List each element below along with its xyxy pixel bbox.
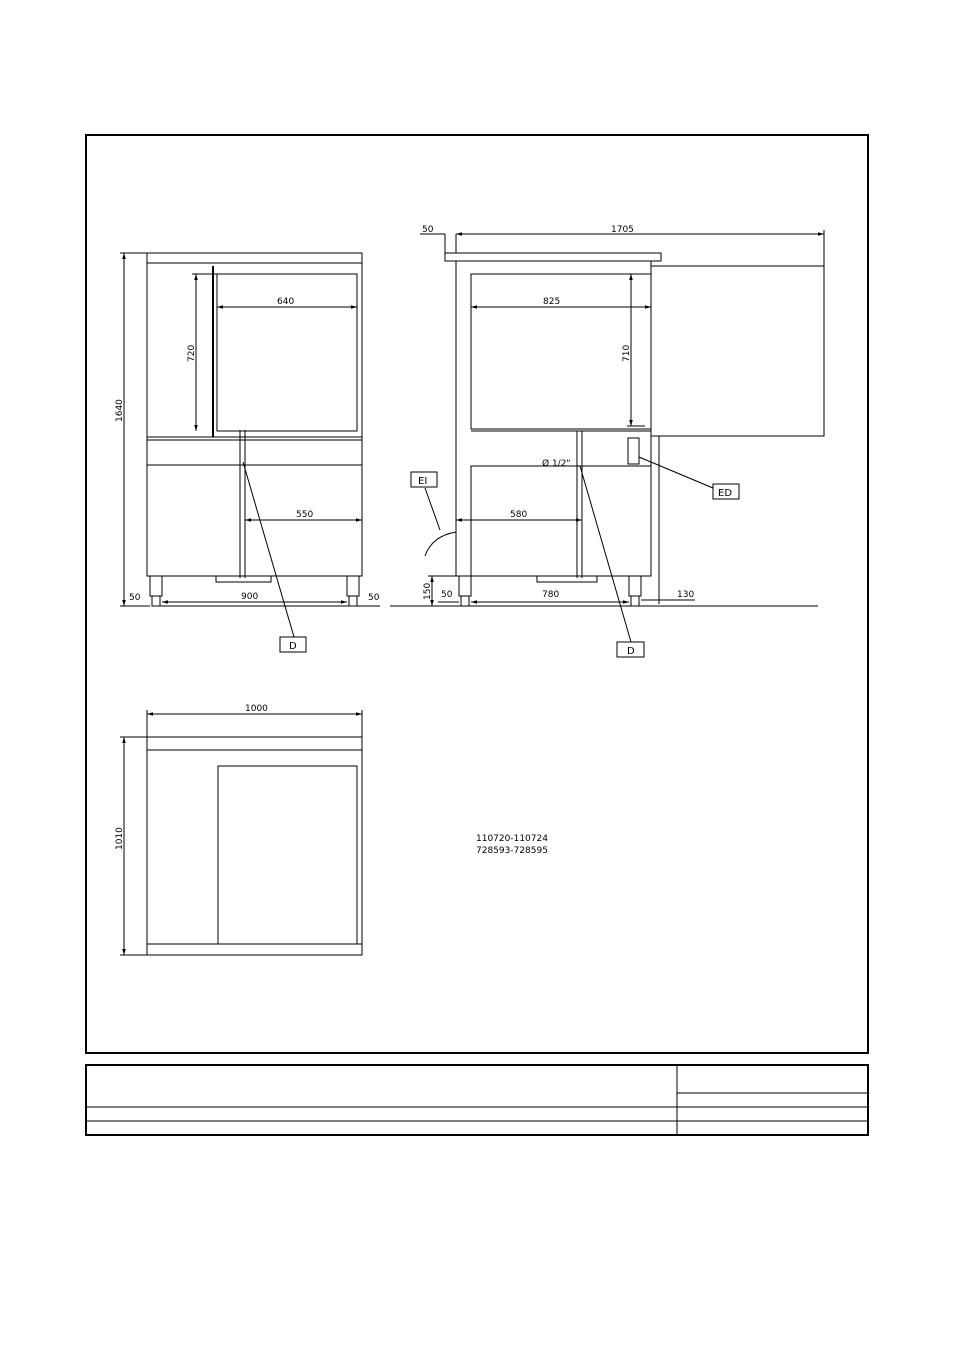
dim-580: 580 — [510, 510, 527, 520]
top-door — [218, 766, 357, 944]
dim-720: 720 — [187, 345, 197, 362]
label-d-front: D — [289, 641, 297, 652]
top-body — [147, 737, 362, 955]
dim-50-side: 50 — [441, 590, 453, 600]
model-code-2: 728593-728595 — [476, 846, 548, 856]
dim-1640: 1640 — [115, 399, 125, 422]
label-ei: EI — [418, 476, 427, 487]
dim-825: 825 — [543, 297, 560, 307]
label-ed: ED — [718, 488, 732, 499]
side-view: 1705 50 825 710 Ø 1/2" 580 EI ED 150 50 — [390, 225, 824, 657]
dim-1010: 1010 — [115, 827, 125, 850]
top-view: 1000 1010 — [115, 704, 362, 955]
dim-710: 710 — [622, 345, 632, 362]
dim-130: 130 — [677, 590, 694, 600]
control-box — [628, 438, 639, 464]
dim-150: 150 — [423, 583, 433, 600]
dim-1705: 1705 — [611, 225, 634, 235]
pipe-diameter: Ø 1/2" — [542, 458, 571, 469]
dim-900: 900 — [241, 592, 258, 602]
dim-50-right: 50 — [368, 593, 380, 603]
model-code-1: 110720-110724 — [476, 834, 548, 844]
foot-right — [347, 576, 359, 596]
open-door — [651, 266, 824, 436]
title-block — [86, 1065, 868, 1135]
front-view: 1640 720 640 550 50 900 50 D — [115, 253, 380, 652]
dim-780: 780 — [542, 590, 559, 600]
foot-left — [150, 576, 162, 596]
drawing-frame — [86, 135, 868, 1053]
dim-50-left: 50 — [129, 593, 141, 603]
dim-50-top: 50 — [422, 225, 434, 235]
label-d-side: D — [627, 646, 635, 657]
side-body — [456, 261, 651, 576]
front-body — [147, 263, 362, 576]
dim-640: 640 — [277, 297, 294, 307]
dim-1000: 1000 — [245, 704, 268, 714]
dim-550: 550 — [296, 510, 313, 520]
